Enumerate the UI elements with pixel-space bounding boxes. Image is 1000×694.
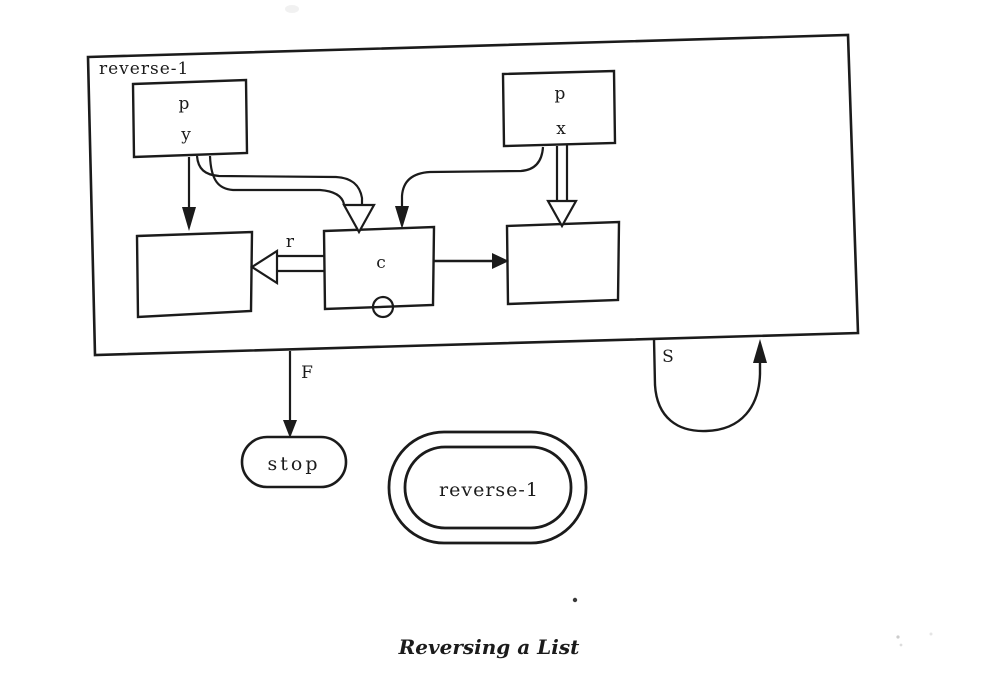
c-output-port-circle (371, 295, 395, 319)
scan-speck-colon-bottom (899, 643, 903, 647)
stop-terminal-shape (240, 435, 348, 489)
scan-speck-dot-right (929, 632, 933, 636)
register-py-top-label: p (179, 94, 190, 114)
edge-label-r: r (286, 232, 295, 252)
c-operator-box (322, 225, 436, 311)
arrow-c-to-right-head (492, 253, 509, 269)
arrow-px-to-c-head (395, 206, 409, 229)
register-py-bottom-label: y (180, 125, 191, 145)
tube-px-to-right-hollow-arrowhead (546, 199, 578, 229)
register-px-top-label: p (555, 84, 566, 104)
callee-label: reverse-1 (439, 479, 539, 501)
stop-terminal-label: stop (268, 453, 321, 475)
edge-label-s: S (662, 347, 674, 367)
outer-process-box (86, 33, 860, 357)
arrow-s-loop-shaft (652, 338, 762, 433)
callee-inner-stadium (403, 445, 573, 530)
arrow-f-head (283, 420, 297, 438)
edge-label-f: F (301, 363, 313, 383)
arrow-s-loop-head (753, 339, 767, 363)
tube-py-to-c-outer (195, 155, 364, 204)
figure-caption: Reversing a List (398, 635, 580, 659)
outer-process-label: reverse-1 (99, 59, 189, 79)
right-cell-box (505, 220, 621, 306)
scan-smudge-top (285, 5, 299, 13)
register-px-box (501, 69, 617, 148)
scan-speck-dot (572, 597, 578, 603)
register-px-bottom-label: x (556, 119, 566, 139)
tube-c-to-left-hollow-arrowhead (249, 248, 279, 286)
c-operator-label: c (376, 253, 386, 273)
callee-outer-stadium (387, 430, 588, 545)
tube-py-to-c-hollow-arrowhead (342, 203, 376, 235)
scan-speck-colon-top (896, 635, 900, 639)
arrow-py-to-left-head (182, 207, 196, 231)
register-py-box (131, 78, 249, 159)
tube-py-to-c-inner (208, 155, 346, 205)
left-cell-box (135, 230, 254, 319)
arrow-px-to-c-shaft (400, 146, 545, 207)
